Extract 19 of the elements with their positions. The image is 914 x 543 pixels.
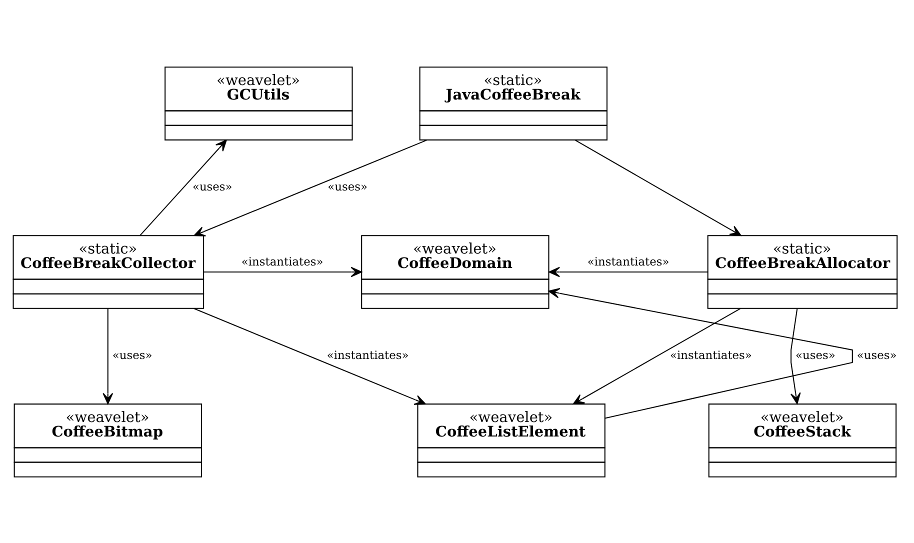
arrow [102, 308, 114, 404]
arrow [790, 308, 801, 404]
arrow [203, 266, 362, 277]
arrow [194, 139, 428, 236]
edge-label: «uses» [328, 179, 368, 194]
arrow [140, 139, 227, 236]
edge-label: «uses» [856, 348, 897, 362]
arrow [194, 308, 426, 404]
arrow [574, 139, 742, 236]
arrow [548, 288, 853, 418]
edge-label: «uses» [112, 348, 152, 362]
edge-label: «instantiates» [241, 254, 324, 268]
edge-label: «instantiates» [326, 348, 409, 362]
edge-label: «uses» [796, 348, 836, 362]
arrow [548, 266, 708, 277]
arrow [572, 308, 741, 404]
edge-label: «instantiates» [670, 348, 752, 362]
edge-label: «uses» [192, 179, 232, 194]
edge-label: «instantiates» [587, 254, 670, 268]
